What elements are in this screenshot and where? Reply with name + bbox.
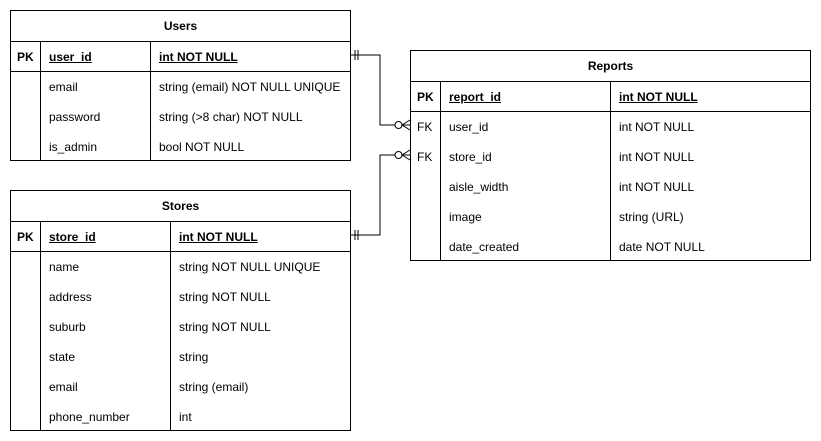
- users-pk-key: PK: [17, 49, 34, 64]
- reports-attribute-row: aisle_width int NOT NULL: [411, 172, 810, 202]
- reports-user-zero-circle: [394, 121, 403, 129]
- reports-pk-type: int NOT NULL: [619, 89, 698, 104]
- users-attribute-type: string (>8 char) NOT NULL: [159, 110, 303, 124]
- relationship-users-reports: [351, 50, 411, 131]
- reports-attribute-key: FK: [417, 120, 433, 134]
- reports-attribute-row: image string (URL): [411, 202, 810, 232]
- users-attribute-row: email string (email) NOT NULL UNIQUE: [11, 72, 350, 102]
- reports-attribute-key: [411, 172, 417, 202]
- reports-attribute-key: [411, 202, 417, 232]
- reports-attribute-name: date_created: [449, 240, 520, 254]
- users-attribute-row: is_admin bool NOT NULL: [11, 132, 350, 162]
- reports-user-crow-bottom: [401, 124, 411, 131]
- stores-attribute-row: state string: [11, 342, 350, 372]
- stores-attribute-row: phone_number int: [11, 402, 350, 432]
- reports-attribute-name: image: [449, 210, 482, 224]
- reports-attribute-row: FK store_id int NOT NULL: [411, 142, 810, 172]
- users-attribute-key: [11, 132, 17, 162]
- stores-attribute-key: [11, 282, 17, 312]
- stores-pk-name: store_id: [49, 229, 96, 244]
- reports-attribute-type: string (URL): [619, 210, 684, 224]
- stores-attribute-type: string NOT NULL: [179, 290, 271, 304]
- users-type-divider: [150, 41, 151, 160]
- stores-attribute-key: [11, 252, 17, 282]
- reports-table: Reports PK report_id int NOT NULL FK user…: [410, 50, 811, 261]
- reports-store-zero-circle: [394, 151, 403, 159]
- relationship-stores-reports: [351, 149, 411, 240]
- users-reports-line: [351, 54, 410, 126]
- reports-attribute-name: user_id: [449, 120, 489, 134]
- stores-pk-type: int NOT NULL: [179, 229, 258, 244]
- users-attribute-key: [11, 72, 17, 102]
- stores-attribute-name: name: [49, 260, 80, 274]
- reports-attribute-type: int NOT NULL: [619, 120, 695, 134]
- reports-attribute-row: FK user_id int NOT NULL: [411, 112, 810, 142]
- reports-type-divider: [610, 81, 611, 260]
- stores-attribute-row: name string NOT NULL UNIQUE: [11, 252, 350, 282]
- users-attribute-name: email: [49, 80, 78, 94]
- stores-attribute-row: suburb string NOT NULL: [11, 312, 350, 342]
- stores-attribute-type: string: [179, 350, 209, 364]
- users-attribute-row: password string (>8 char) NOT NULL: [11, 102, 350, 132]
- stores-key-divider: [40, 221, 41, 430]
- stores-pk-key: PK: [17, 229, 34, 244]
- reports-table-title: Reports: [411, 51, 810, 82]
- reports-pk-name: report_id: [449, 89, 502, 104]
- users-table: Users PK user_id int NOT NULL email strin…: [10, 10, 351, 161]
- stores-attribute-type: string (email): [179, 380, 249, 394]
- stores-table: Stores PK store_id int NOT NULL name stri…: [10, 190, 351, 431]
- stores-attribute-key: [11, 312, 17, 342]
- users-attribute-name: password: [49, 110, 101, 124]
- users-attribute-type: string (email) NOT NULL UNIQUE: [159, 80, 341, 94]
- reports-store-crow-top: [401, 149, 411, 156]
- stores-pk-row: PK store_id int NOT NULL: [11, 222, 350, 252]
- stores-attribute-key: [11, 372, 17, 402]
- stores-attribute-type: int: [179, 410, 192, 424]
- reports-store-crow-bottom: [401, 154, 411, 161]
- users-key-divider: [40, 41, 41, 160]
- reports-attribute-key: FK: [417, 150, 433, 164]
- reports-key-divider: [440, 81, 441, 260]
- users-attribute-key: [11, 102, 17, 132]
- users-pk-type: int NOT NULL: [159, 49, 238, 64]
- users-attribute-type: bool NOT NULL: [159, 140, 245, 154]
- reports-attribute-name: store_id: [449, 150, 492, 164]
- reports-attribute-name: aisle_width: [449, 180, 509, 194]
- stores-attribute-row: email string (email): [11, 372, 350, 402]
- stores-type-divider: [170, 221, 171, 430]
- reports-user-crow-top: [401, 119, 411, 126]
- stores-rows: name string NOT NULL UNIQUE address string …: [11, 252, 350, 432]
- stores-attribute-key: [11, 402, 17, 432]
- stores-attribute-name: phone_number: [49, 410, 130, 424]
- stores-table-title: Stores: [11, 191, 350, 222]
- stores-attribute-type: string NOT NULL: [179, 320, 271, 334]
- reports-attribute-row: date_created date NOT NULL: [411, 232, 810, 262]
- stores-attribute-key: [11, 342, 17, 372]
- stores-attribute-row: address string NOT NULL: [11, 282, 350, 312]
- reports-attribute-type: int NOT NULL: [619, 150, 695, 164]
- stores-attribute-name: address: [49, 290, 92, 304]
- stores-attribute-type: string NOT NULL UNIQUE: [179, 260, 321, 274]
- users-pk-row: PK user_id int NOT NULL: [11, 42, 350, 72]
- stores-attribute-name: state: [49, 350, 76, 364]
- stores-attribute-name: suburb: [49, 320, 86, 334]
- reports-attribute-type: date NOT NULL: [619, 240, 705, 254]
- stores-attribute-name: email: [49, 380, 78, 394]
- users-attribute-name: is_admin: [49, 140, 98, 154]
- reports-pk-key: PK: [417, 89, 434, 104]
- users-table-title: Users: [11, 11, 350, 42]
- reports-attribute-key: [411, 232, 417, 262]
- stores-reports-line: [351, 154, 410, 236]
- users-pk-name: user_id: [49, 49, 92, 64]
- users-rows: email string (email) NOT NULL UNIQUE passw…: [11, 72, 350, 162]
- reports-attribute-type: int NOT NULL: [619, 180, 695, 194]
